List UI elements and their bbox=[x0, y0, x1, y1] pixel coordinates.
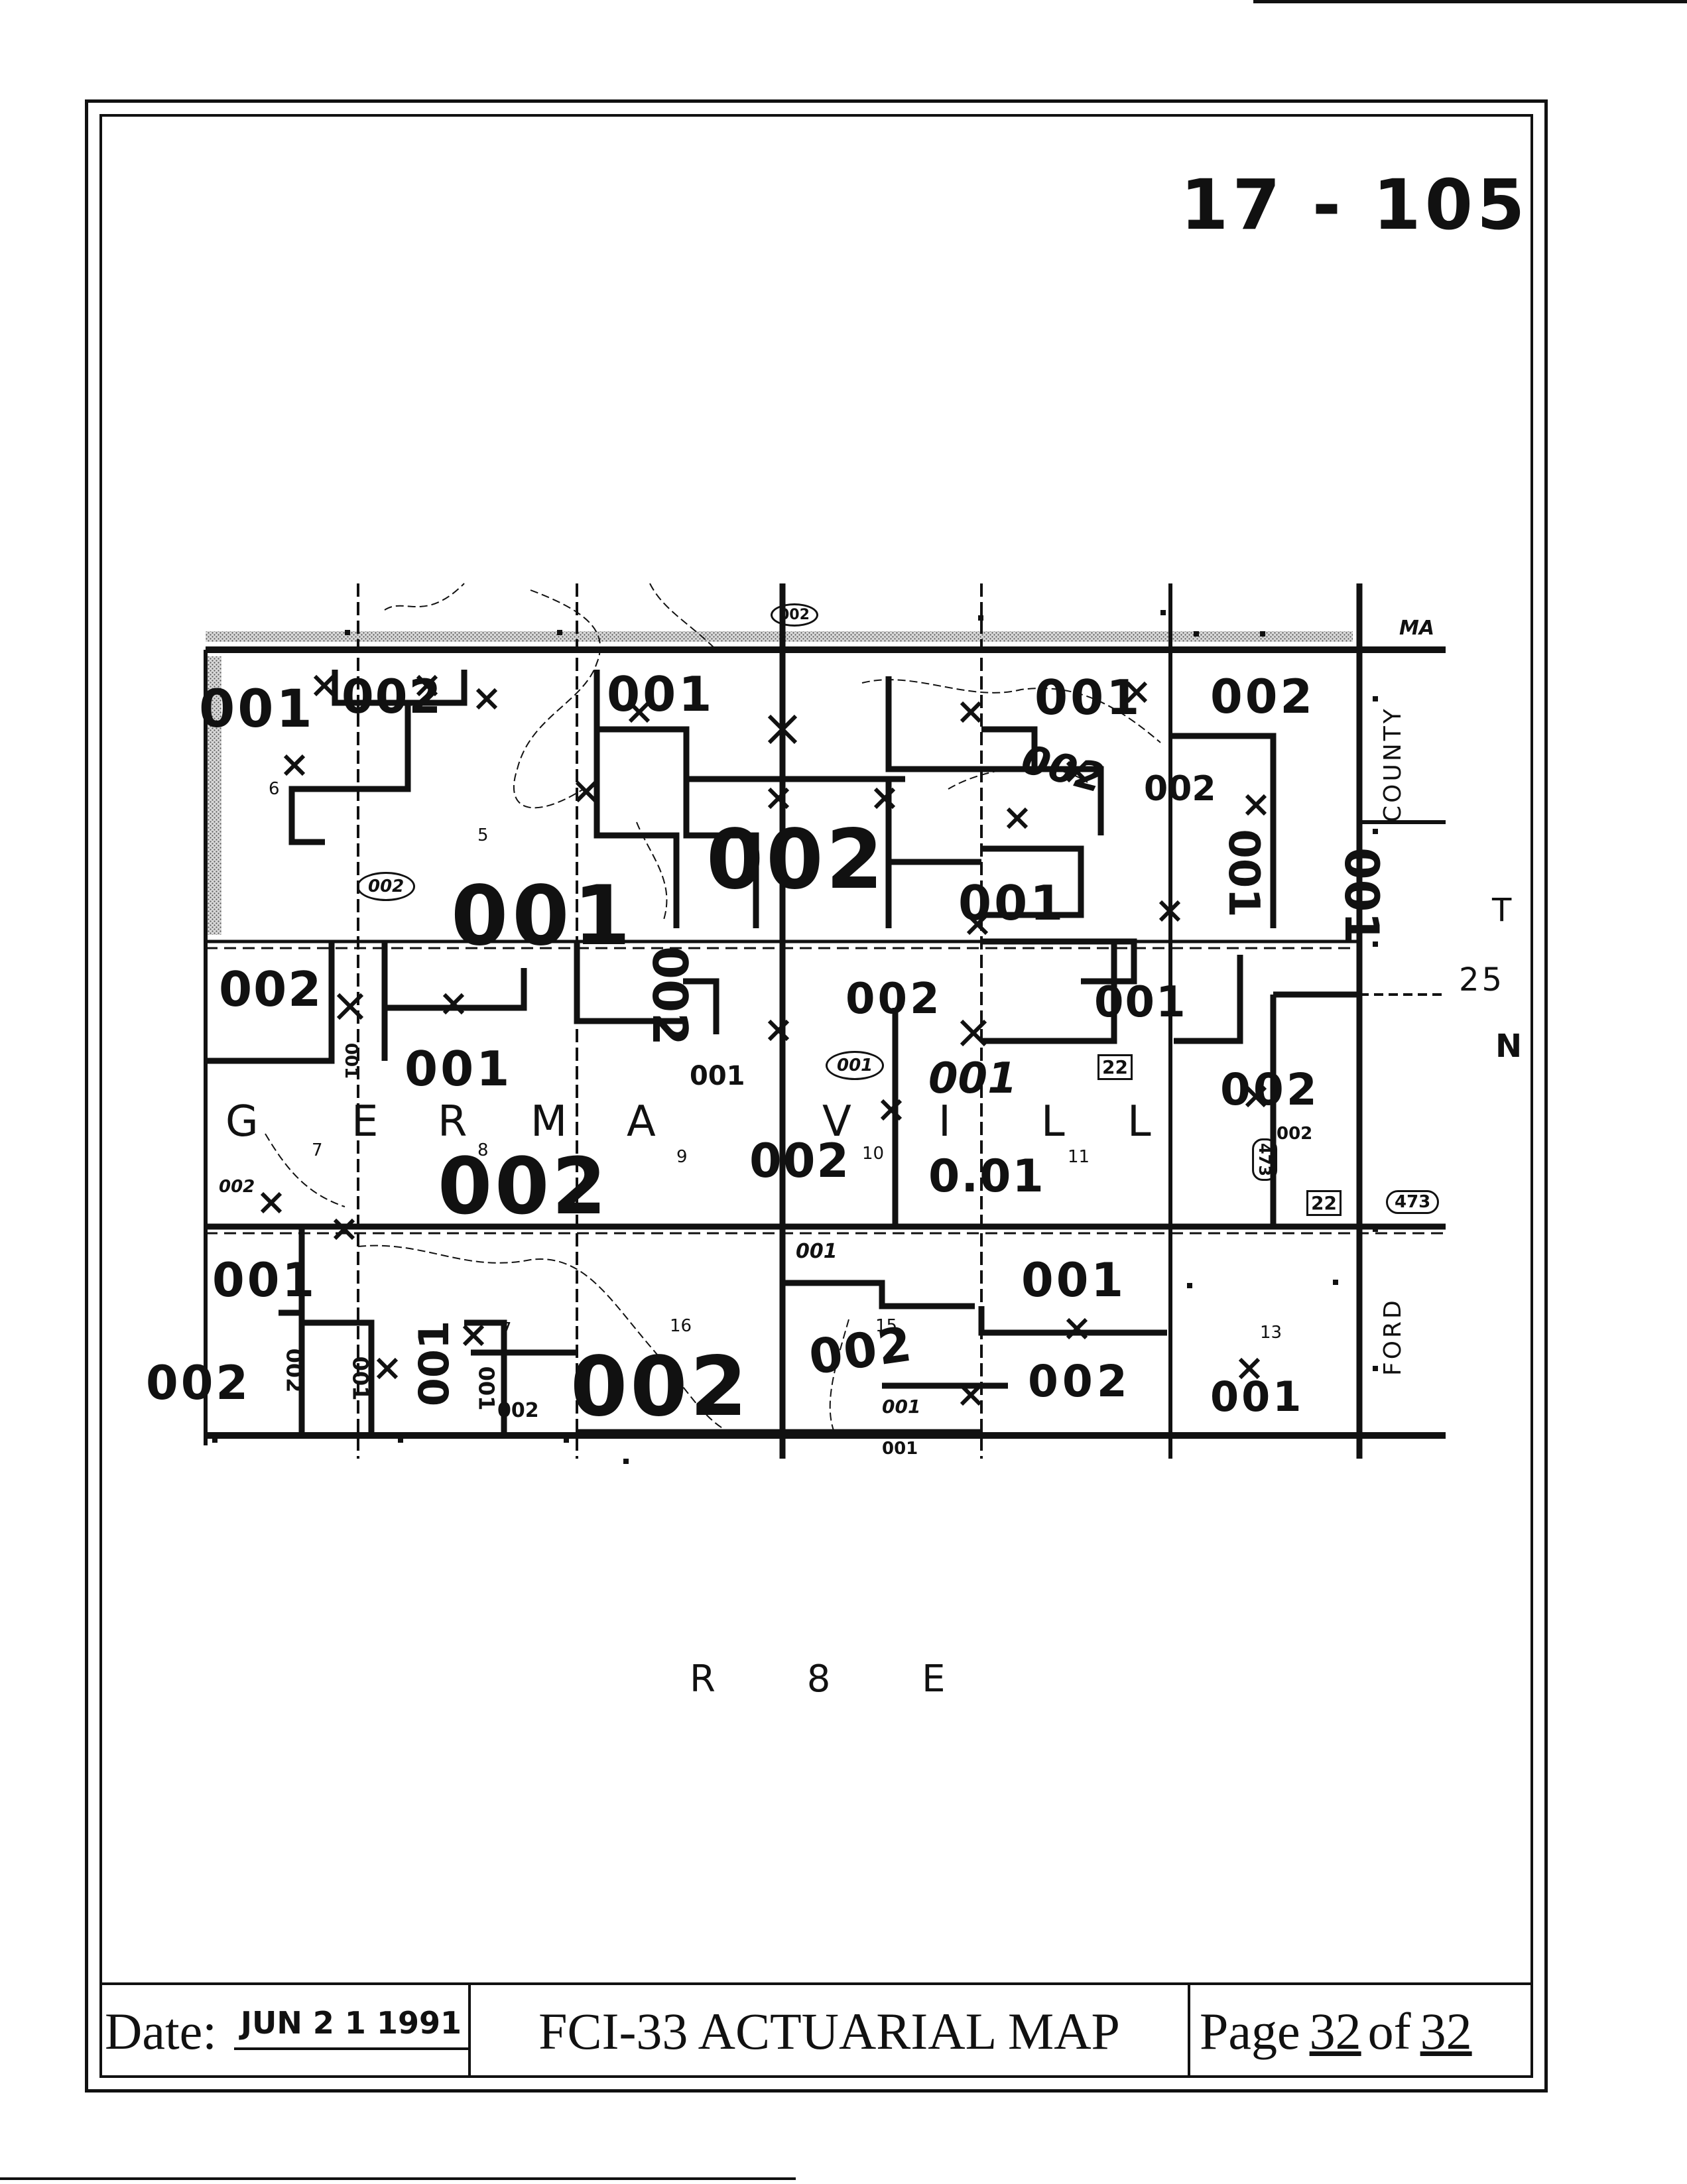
town-letter: A bbox=[627, 1097, 656, 1146]
township-n: N bbox=[1495, 1028, 1523, 1065]
boundary-markers bbox=[260, 674, 1267, 1406]
town-letter: E bbox=[351, 1097, 379, 1146]
page-current: 32 bbox=[1309, 2002, 1361, 2060]
zone-label: 002 bbox=[281, 1348, 307, 1393]
town-letter: R bbox=[438, 1097, 468, 1146]
zone-label: 002 bbox=[642, 945, 698, 1046]
section-number: 15 bbox=[875, 1316, 898, 1336]
zone-label: 001 bbox=[199, 680, 315, 739]
zone-label: 001 bbox=[882, 1439, 918, 1459]
section-number: 7 bbox=[501, 1319, 512, 1339]
highway-shield: 22 bbox=[1306, 1190, 1342, 1216]
scan-edge-top bbox=[1253, 0, 1687, 3]
zone-label: 001 bbox=[1210, 1372, 1304, 1421]
town-letter: I bbox=[938, 1097, 951, 1146]
zone-label: 001 bbox=[405, 1041, 513, 1097]
town-letter: M bbox=[531, 1097, 568, 1146]
outer-border bbox=[85, 99, 1548, 2093]
zone-label: 001 bbox=[341, 1042, 361, 1079]
creeks bbox=[265, 583, 1161, 1436]
scan-edge-bottom bbox=[0, 2177, 796, 2180]
section-number: 8 bbox=[477, 1140, 489, 1160]
county-label: COUNTY bbox=[1379, 706, 1406, 822]
range-label: R 8 E bbox=[690, 1658, 985, 1701]
zone-label: 001 bbox=[473, 1366, 499, 1411]
footer-page-cell: Page 32 of 32 bbox=[1190, 1985, 1533, 2078]
page-total: 32 bbox=[1420, 2002, 1472, 2060]
section-number: 6 bbox=[269, 779, 280, 799]
zone-label: 001 bbox=[451, 869, 635, 964]
section-number: 11 bbox=[1068, 1147, 1090, 1167]
stipple-band-left bbox=[206, 656, 221, 935]
zone-label: 002 bbox=[1210, 670, 1316, 724]
zone-boundaries bbox=[206, 670, 1359, 1435]
zone-label: 001 bbox=[607, 666, 715, 722]
map-title: FCI-33 ACTUARIAL MAP bbox=[538, 2002, 1120, 2060]
town-letter: V bbox=[822, 1097, 851, 1146]
zone-label: 002 bbox=[749, 1134, 851, 1188]
zone-label: 002 bbox=[1028, 1356, 1131, 1407]
zone-label: 001 bbox=[1218, 829, 1268, 918]
building-dots bbox=[212, 610, 1378, 1464]
section-number: 9 bbox=[676, 1147, 688, 1167]
section-number: 5 bbox=[477, 825, 489, 845]
zone-label: 0.01 bbox=[928, 1150, 1045, 1203]
date-label: Date: bbox=[105, 2002, 217, 2060]
zone-label: 001 bbox=[690, 1061, 745, 1091]
township-t: T bbox=[1492, 892, 1512, 929]
zone-label: 002 bbox=[219, 961, 323, 1017]
date-stamp: JUN 2 1 1991 bbox=[233, 2005, 468, 2050]
zone-label: 001 bbox=[796, 1240, 838, 1263]
zone-label: 002 bbox=[1144, 769, 1216, 809]
zone-label: 001 bbox=[410, 1320, 459, 1407]
zone-label: 001 bbox=[882, 1396, 921, 1418]
town-letter: G bbox=[225, 1097, 259, 1146]
page-label: Page bbox=[1200, 2002, 1300, 2060]
highway-shield: 22 bbox=[1097, 1054, 1133, 1080]
zone-label: 002 bbox=[438, 1140, 609, 1232]
section-number: 13 bbox=[1260, 1323, 1282, 1343]
zone-label: 001 bbox=[1034, 670, 1143, 725]
zone-label: 001 bbox=[958, 875, 1066, 931]
ford-label: FORD bbox=[1379, 1298, 1406, 1376]
circled-label: 002 bbox=[357, 872, 416, 901]
map-id: 17 - 105 bbox=[1180, 164, 1529, 245]
footer-title-cell: FCI-33 ACTUARIAL MAP bbox=[471, 1985, 1190, 2078]
circled-label: 002 bbox=[771, 603, 818, 627]
town-letter: L bbox=[1041, 1097, 1065, 1146]
zone-label: 002 bbox=[1220, 1064, 1320, 1115]
zone-label: 002 bbox=[146, 1356, 251, 1410]
map-labels: MA COUNTY FORD T 25 N G E R M A V I L L … bbox=[146, 570, 1522, 1485]
zone-label: 001 bbox=[1334, 847, 1389, 945]
township-number: 25 bbox=[1459, 961, 1505, 999]
footer: Date: JUN 2 1 1991 FCI-33 ACTUARIAL MAP … bbox=[99, 1982, 1533, 2078]
zone-label: 002 bbox=[219, 1177, 255, 1197]
zone-label: 001 bbox=[347, 1356, 373, 1401]
page-of: of bbox=[1367, 2002, 1411, 2060]
section-number: 16 bbox=[670, 1316, 692, 1336]
zone-label: 002 bbox=[342, 670, 443, 724]
town-letter: L bbox=[1127, 1097, 1151, 1146]
zone-label: 002 bbox=[1277, 1124, 1313, 1144]
footer-date-cell: Date: JUN 2 1 1991 bbox=[99, 1985, 471, 2078]
zone-label: 001 bbox=[1021, 1253, 1127, 1307]
zone-label: 002 bbox=[497, 1399, 539, 1422]
zone-label: 002 bbox=[1017, 735, 1109, 803]
section-number: 7 bbox=[312, 1140, 323, 1160]
zone-label: 002 bbox=[570, 1339, 750, 1435]
circled-label: 001 bbox=[826, 1051, 885, 1080]
zone-label: 001 bbox=[1094, 978, 1187, 1027]
actuarial-map bbox=[204, 583, 1446, 1464]
zone-label: 002 bbox=[805, 1315, 916, 1386]
inner-border bbox=[99, 114, 1533, 2078]
zone-label: 001 bbox=[928, 1054, 1017, 1103]
highway-shield: 473 bbox=[1386, 1190, 1440, 1214]
zone-label: 001 bbox=[212, 1253, 318, 1307]
stipple-band-top bbox=[206, 631, 1353, 642]
section-number: 10 bbox=[862, 1144, 885, 1164]
highway-shield: 473 bbox=[1252, 1138, 1278, 1182]
zone-label: 002 bbox=[845, 975, 942, 1024]
road-label: MA bbox=[1399, 617, 1435, 640]
zone-label: 002 bbox=[706, 812, 886, 908]
